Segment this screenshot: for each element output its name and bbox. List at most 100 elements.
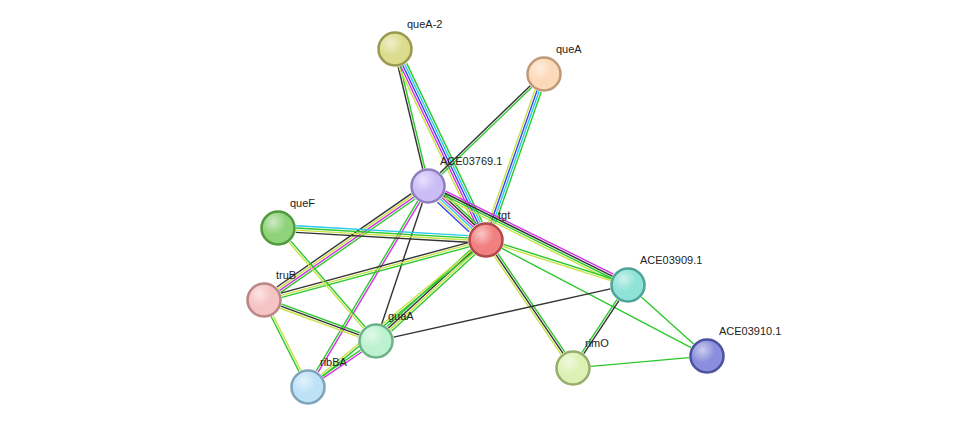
evidence-line (591, 358, 689, 367)
evidence-line (503, 246, 611, 280)
protein-node: tgt (468, 222, 504, 258)
evidence-line (641, 297, 693, 344)
protein-node: ribBA (290, 369, 326, 405)
node-highlight (471, 225, 501, 255)
protein-node: queF (260, 210, 296, 246)
node-circle (689, 338, 725, 374)
node-highlight (380, 34, 410, 64)
interaction-edge (641, 297, 693, 344)
node-highlight (361, 326, 391, 356)
evidence-line (281, 306, 359, 335)
node-circle (290, 369, 326, 405)
protein-node: queA-2 (377, 31, 413, 67)
node-highlight (249, 285, 279, 315)
node-highlight (529, 59, 559, 89)
interaction-edge (582, 299, 619, 353)
protein-node: guaA (358, 323, 394, 359)
protein-label: ACE03909.1 (640, 254, 702, 266)
evidence-line (582, 299, 617, 352)
node-circle-fill (691, 340, 724, 373)
interaction-edge (503, 244, 611, 280)
node-circle-fill (248, 284, 281, 317)
node-highlight (293, 372, 323, 402)
node-circle (358, 323, 394, 359)
evidence-line (279, 197, 413, 290)
node-highlight (413, 171, 443, 201)
evidence-line (316, 201, 418, 371)
node-circle-fill (470, 224, 503, 257)
protein-label: queF (290, 197, 315, 209)
node-circle (246, 282, 282, 318)
node-circle (468, 222, 504, 258)
protein-label: ACE03910.1 (719, 325, 781, 337)
protein-node: ACE03910.1 (689, 338, 725, 374)
node-circle-fill (557, 352, 590, 385)
evidence-line (405, 64, 481, 223)
protein-label: ribBA (320, 356, 347, 368)
interaction-edge (443, 191, 614, 280)
protein-label: ACE03769.1 (440, 155, 502, 167)
interaction-edge (296, 226, 468, 243)
evidence-line (496, 255, 563, 353)
node-circle (610, 267, 646, 303)
evidence-line (273, 316, 301, 371)
node-circle (260, 210, 296, 246)
interaction-edge (494, 254, 564, 355)
node-circle (377, 31, 413, 67)
protein-label: queA-2 (407, 18, 442, 30)
node-circle (410, 168, 446, 204)
interaction-edge (440, 86, 532, 175)
protein-node: truB (246, 282, 282, 318)
interaction-edge (394, 289, 611, 337)
evidence-line (446, 191, 614, 274)
interaction-edge (398, 66, 425, 169)
node-circle (555, 350, 591, 386)
evidence-line (271, 317, 299, 372)
evidence-line (444, 195, 612, 278)
protein-label: tgt (498, 209, 510, 221)
protein-label: queA (556, 43, 582, 55)
interaction-edge (316, 201, 419, 372)
evidence-line (584, 301, 619, 354)
node-highlight (613, 270, 643, 300)
node-circle-fill (612, 269, 645, 302)
protein-label: truB (276, 269, 296, 281)
evidence-line (296, 228, 468, 238)
evidence-line (281, 243, 468, 294)
evidence-line (277, 194, 411, 287)
evidence-line (280, 308, 358, 337)
evidence-line (498, 254, 565, 352)
evidence-line (281, 199, 415, 292)
protein-node: queA (526, 56, 562, 92)
node-circle-fill (262, 212, 295, 245)
node-circle-fill (412, 170, 445, 203)
evidence-line (440, 86, 530, 173)
protein-node: rimO (555, 350, 591, 386)
evidence-line (296, 232, 468, 242)
interaction-edge (281, 243, 469, 298)
interaction-edge (591, 358, 689, 367)
node-circle (526, 56, 562, 92)
interaction-edge (271, 316, 301, 372)
evidence-line (296, 230, 468, 240)
evidence-line (282, 247, 469, 298)
evidence-line (281, 245, 468, 296)
node-circle-fill (379, 33, 412, 66)
protein-node: ACE03909.1 (610, 267, 646, 303)
node-highlight (263, 213, 293, 243)
evidence-line (282, 304, 360, 333)
node-circle-fill (528, 58, 561, 91)
evidence-line (394, 289, 611, 337)
evidence-line (445, 193, 613, 276)
node-circle-fill (360, 325, 393, 358)
evidence-line (439, 201, 471, 230)
evidence-line (503, 244, 611, 278)
evidence-line (437, 202, 469, 231)
protein-node: ACE03769.1 (410, 168, 446, 204)
node-highlight (692, 341, 722, 371)
protein-label: guaA (388, 310, 414, 322)
evidence-line (494, 256, 561, 354)
interaction-edge (280, 304, 360, 337)
node-circle-fill (292, 371, 325, 404)
